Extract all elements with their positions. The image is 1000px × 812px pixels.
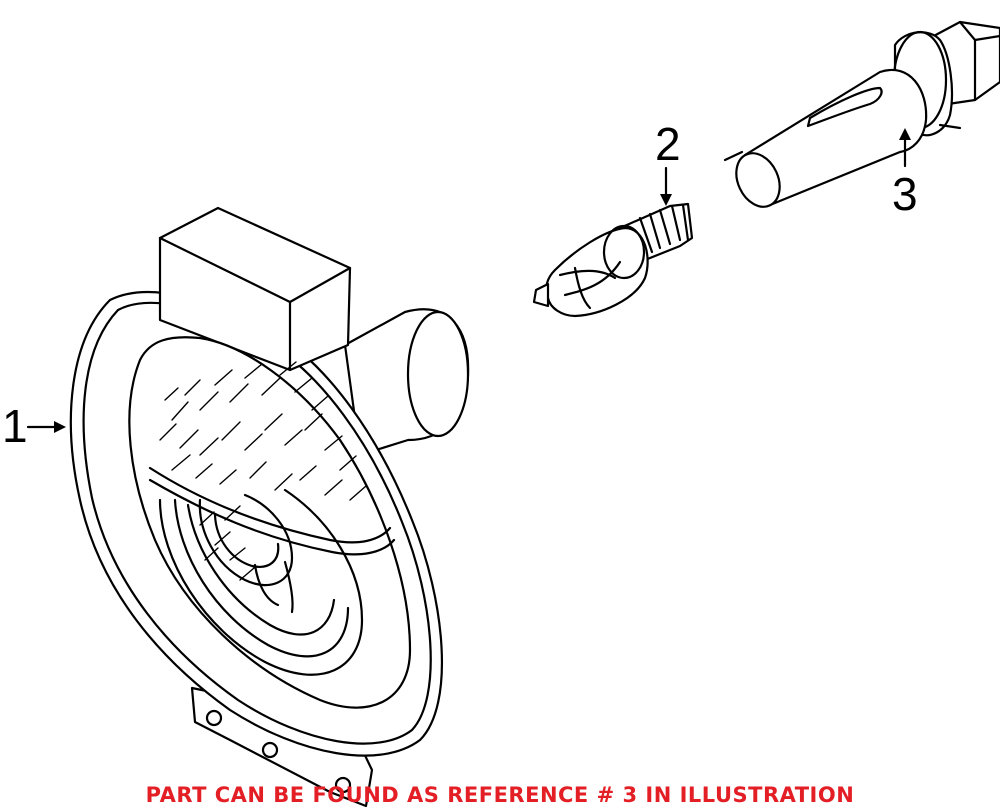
lamp-reflector-ring	[158, 488, 364, 676]
mounting-hole	[205, 709, 223, 727]
callout-3: 3	[892, 128, 918, 220]
bulb-tip	[532, 282, 550, 308]
callout-label-2: 2	[655, 118, 681, 170]
part-3-socket	[723, 20, 1000, 208]
mounting-hole	[334, 776, 352, 794]
arrowhead	[54, 421, 66, 433]
reference-note: PART CAN BE FOUND AS REFERENCE # 3 IN IL…	[146, 783, 855, 807]
callout-label-1: 1	[2, 400, 28, 452]
lamp-reflector-core	[198, 493, 294, 587]
arrowhead	[899, 128, 911, 140]
callout-1: 1	[2, 400, 66, 452]
lamp-rear-cylinder-cap	[406, 310, 470, 438]
part-1-fog-lamp-assembly	[69, 206, 470, 808]
socket-end	[735, 152, 781, 208]
mounting-hole	[261, 741, 279, 759]
callout-2: 2	[655, 118, 681, 206]
lamp-lens	[128, 336, 412, 709]
arrowhead	[660, 194, 672, 206]
socket-key-slot	[806, 86, 883, 128]
callout-label-3: 3	[892, 168, 918, 220]
lamp-top-box	[158, 206, 352, 372]
part-2-bulb	[532, 202, 694, 318]
lens-hatch-lines	[159, 361, 367, 581]
